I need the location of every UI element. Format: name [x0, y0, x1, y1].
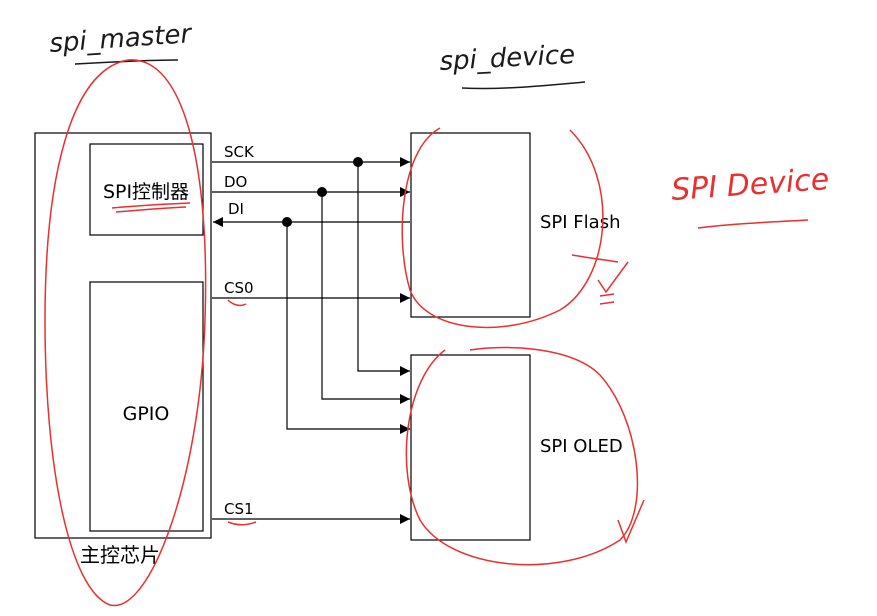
spi-oled-label: SPI OLED — [540, 436, 623, 457]
spi-controller-box — [89, 143, 204, 236]
cs1-underline — [227, 521, 257, 526]
spi-oled-box — [410, 354, 531, 541]
do-branch — [321, 192, 410, 404]
oled-circle — [405, 346, 639, 566]
flash-equals-top — [599, 293, 615, 297]
main-chip-box — [34, 132, 212, 539]
spi-device-underline — [461, 81, 586, 90]
spi-master-handwritten-label: spi_master — [48, 19, 194, 59]
cs0-label: CS0 — [224, 279, 254, 297]
gpio-box — [89, 281, 204, 532]
spi-controller-underline-2 — [115, 206, 187, 213]
do-junction — [317, 187, 327, 197]
red-annotations — [44, 59, 645, 607]
spi-controller-label: SPI控制器 — [103, 181, 189, 203]
master-circle — [44, 59, 207, 607]
flash-circle — [401, 127, 604, 329]
gpio-label: GPIO — [123, 403, 170, 425]
flash-equals-bottom — [599, 301, 615, 305]
spi-flash-box — [410, 132, 531, 318]
sck-label: SCK — [224, 143, 255, 161]
do-label: DO — [224, 173, 247, 191]
sck-junction — [353, 157, 363, 167]
di-branch — [286, 222, 410, 430]
di-label: DI — [228, 200, 244, 218]
cs0-underline — [227, 299, 247, 307]
cs1-label: CS1 — [224, 500, 254, 518]
signal-lines — [212, 157, 410, 524]
di-junction — [282, 217, 292, 227]
spi-master-underline — [74, 59, 179, 65]
flash-check — [597, 261, 629, 294]
spi-device-right-note: SPI Device — [670, 162, 830, 208]
oled-check — [617, 499, 645, 545]
spi-controller-underline — [111, 202, 191, 209]
spi-flash-label: SPI Flash — [540, 212, 620, 233]
right-note-underline — [697, 219, 809, 229]
spi-device-handwritten-label: spi_device — [439, 40, 576, 77]
flash-label-mark — [571, 254, 619, 263]
main-chip-label: 主控芯片 — [80, 543, 160, 567]
sck-branch — [357, 162, 410, 376]
